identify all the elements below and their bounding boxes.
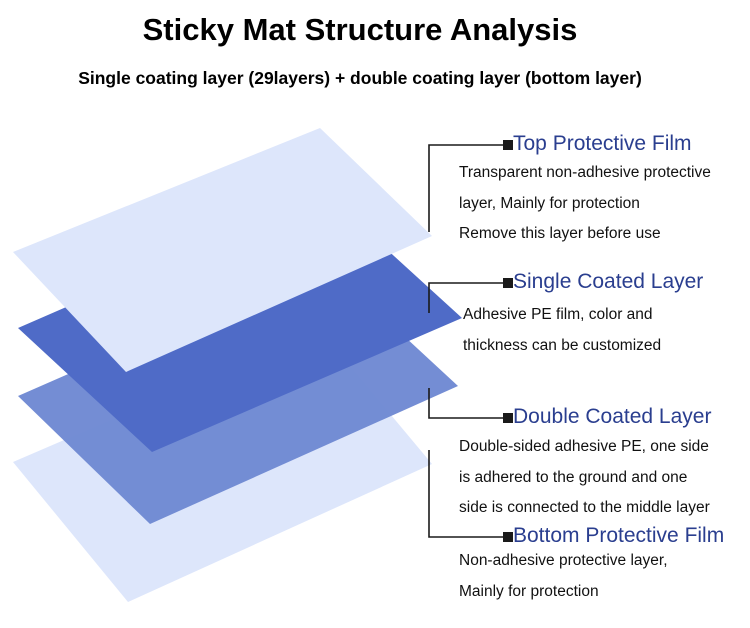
desc-single-coated-layer: Adhesive PE film, color and thickness ca…: [463, 300, 661, 361]
leader-marker-single-coated: [503, 278, 513, 288]
leader-line-double-coated: [428, 388, 505, 419]
desc-line: Remove this layer before use: [459, 225, 661, 242]
leader-line-single-coated: [428, 282, 505, 313]
desc-line: Double-sided adhesive PE, one side: [459, 438, 709, 455]
desc-line: Adhesive PE film, color and: [463, 306, 653, 323]
label-top-protective-film: Top Protective Film: [513, 132, 692, 155]
desc-line: thickness can be customized: [463, 336, 662, 354]
desc-line: is adhered to the ground and one: [459, 468, 688, 486]
desc-double-coated-layer: Double-sided adhesive PE, one side is ad…: [459, 432, 710, 524]
label-single-coated-layer: Single Coated Layer: [513, 270, 704, 293]
desc-line: Non-adhesive protective layer,: [459, 552, 668, 569]
leader-line-bottom-film: [428, 450, 505, 538]
desc-line: Transparent non-adhesive protective: [459, 164, 711, 181]
leader-marker-top-film: [503, 140, 513, 150]
top-protective-film-sheet: [13, 128, 432, 372]
diagram-title: Sticky Mat Structure Analysis: [142, 12, 578, 47]
diagram-subtitle: Single coating layer (29layers) + double…: [78, 68, 642, 88]
leader-line-top-film: [428, 144, 505, 232]
label-double-coated-layer: Double Coated Layer: [513, 405, 712, 428]
desc-bottom-protective-film: Non-adhesive protective layer, Mainly fo…: [459, 546, 668, 607]
desc-line: side is connected to the middle layer: [459, 499, 710, 516]
desc-line: Mainly for protection: [459, 582, 599, 600]
label-bottom-protective-film: Bottom Protective Film: [513, 524, 725, 547]
desc-top-protective-film: Transparent non-adhesive protective laye…: [459, 158, 711, 250]
leader-marker-double-coated: [503, 413, 513, 423]
leader-marker-bottom-film: [503, 532, 513, 542]
desc-line: layer, Mainly for protection: [459, 194, 640, 212]
